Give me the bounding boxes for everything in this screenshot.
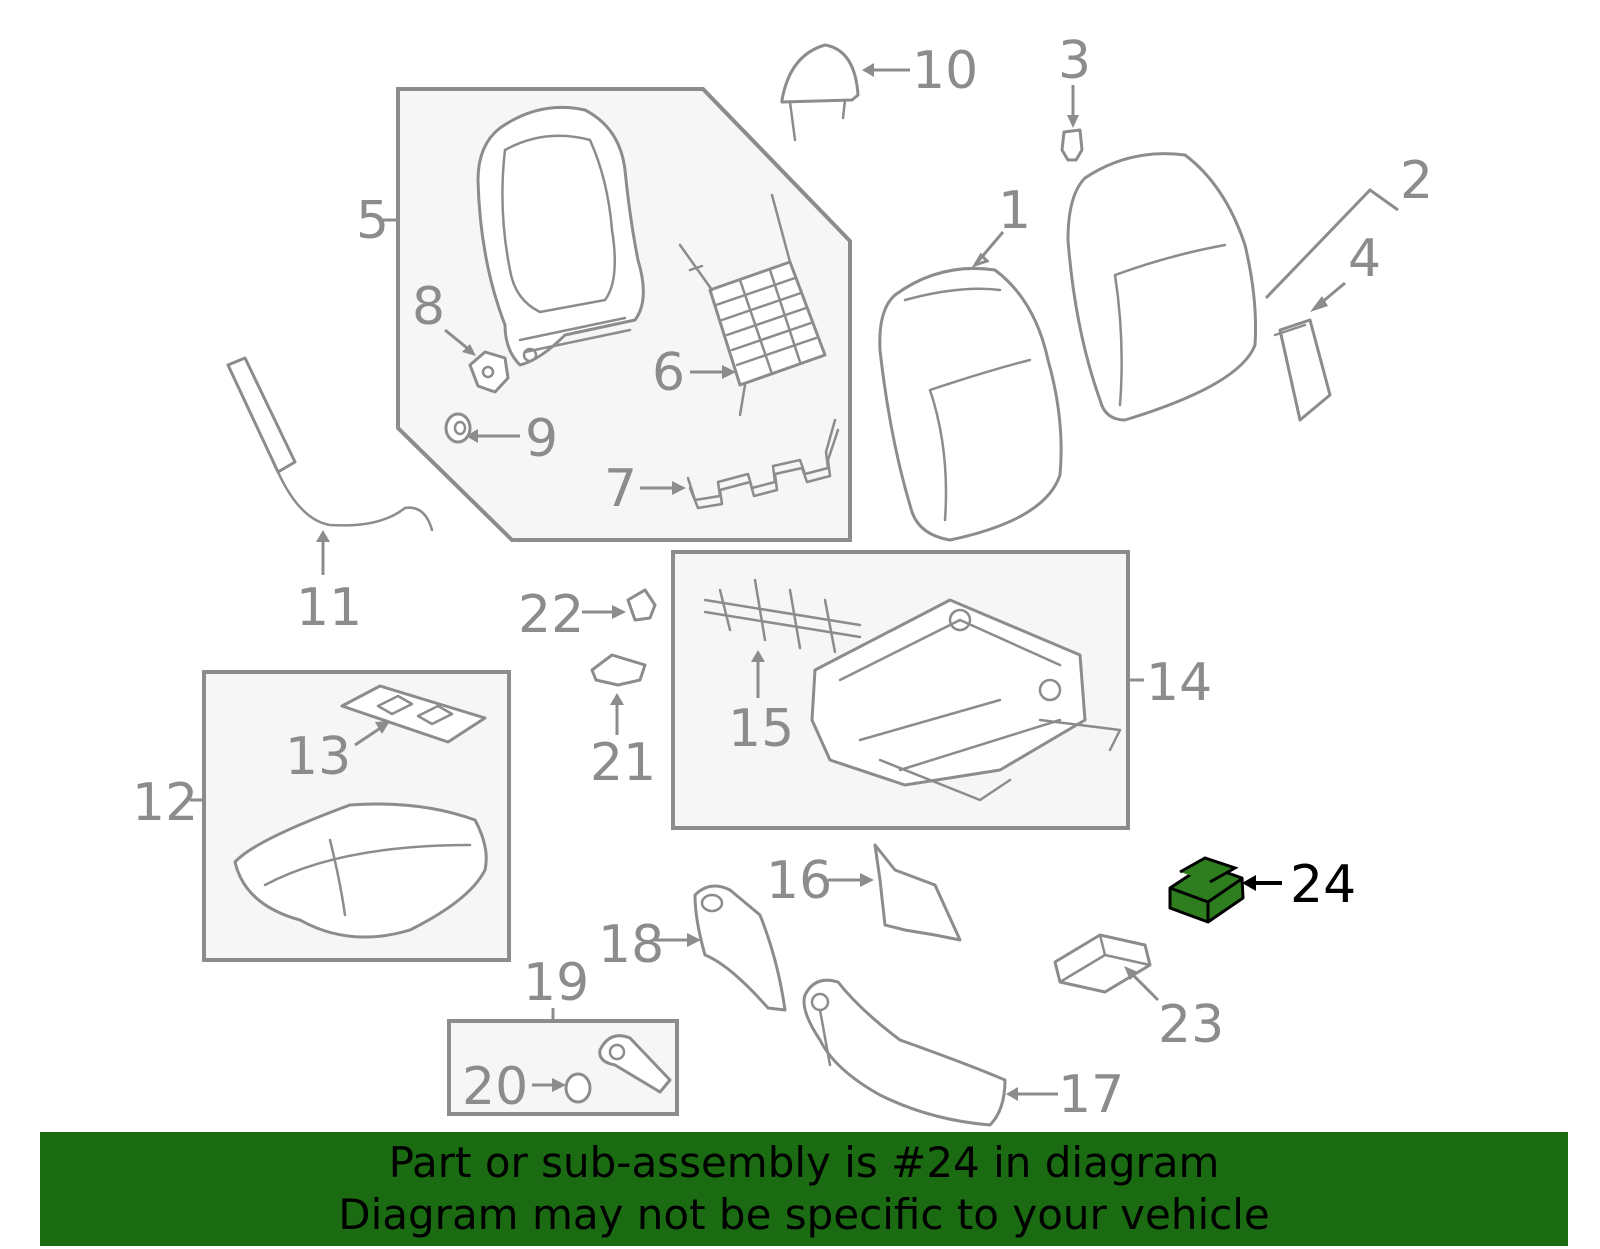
leader-bracket-2	[1264, 188, 1399, 300]
seatback-frame-part	[476, 105, 645, 367]
seat-track-spring-part	[703, 578, 862, 654]
bracket-16-part	[873, 843, 962, 942]
label-6: 6	[652, 343, 685, 403]
label-21: 21	[590, 733, 656, 793]
highlighted-part-24	[1168, 856, 1245, 924]
label-4: 4	[1348, 229, 1381, 289]
washer-part	[444, 412, 472, 444]
seat-cushion-part	[233, 802, 488, 939]
clip-part	[1060, 128, 1084, 162]
seat-track-frame-part	[810, 598, 1122, 802]
label-23: 23	[1158, 995, 1224, 1055]
label-14: 14	[1146, 653, 1212, 713]
label-2: 2	[1400, 151, 1433, 211]
label-17: 17	[1058, 1065, 1124, 1125]
label-20: 20	[462, 1057, 528, 1117]
module-23-part	[1053, 933, 1152, 994]
label-3: 3	[1058, 31, 1091, 91]
label-10: 10	[912, 41, 978, 101]
side-shield-part	[802, 978, 1007, 1127]
side-cover-part	[693, 884, 787, 1012]
label-1: 1	[998, 181, 1031, 241]
seatback-cover-part	[878, 266, 1063, 542]
headrest-part	[780, 43, 860, 142]
leader-lines	[190, 63, 1346, 1101]
handle-part	[598, 1034, 672, 1094]
banner-line-2: Diagram may not be specific to your vehi…	[338, 1190, 1270, 1239]
label-16: 16	[766, 851, 832, 911]
label-9: 9	[525, 409, 558, 469]
clip-21-part	[590, 653, 647, 687]
label-5: 5	[356, 191, 389, 251]
label-7: 7	[604, 459, 637, 519]
label-8: 8	[412, 277, 445, 337]
side-airbag-part	[226, 356, 434, 532]
label-19: 19	[523, 953, 589, 1013]
label-15: 15	[728, 699, 794, 759]
recliner-part	[468, 350, 510, 394]
label-12: 12	[132, 773, 198, 833]
label-13: 13	[285, 727, 351, 787]
label-22: 22	[518, 585, 584, 645]
banner-line-1: Part or sub-assembly is #24 in diagram	[388, 1138, 1220, 1187]
seatback-rear-part	[1066, 152, 1258, 422]
label-11: 11	[296, 578, 362, 638]
label-18: 18	[598, 915, 664, 975]
spring-mat-part	[678, 193, 827, 417]
info-banner: Part or sub-assembly is #24 in diagram D…	[40, 1132, 1568, 1246]
bracket-part	[1273, 318, 1332, 422]
cap-part	[564, 1072, 592, 1104]
heater-mat-part	[340, 684, 487, 744]
clip-22-part	[626, 588, 657, 622]
label-24: 24	[1290, 855, 1356, 915]
wire-spring-part	[686, 418, 840, 510]
